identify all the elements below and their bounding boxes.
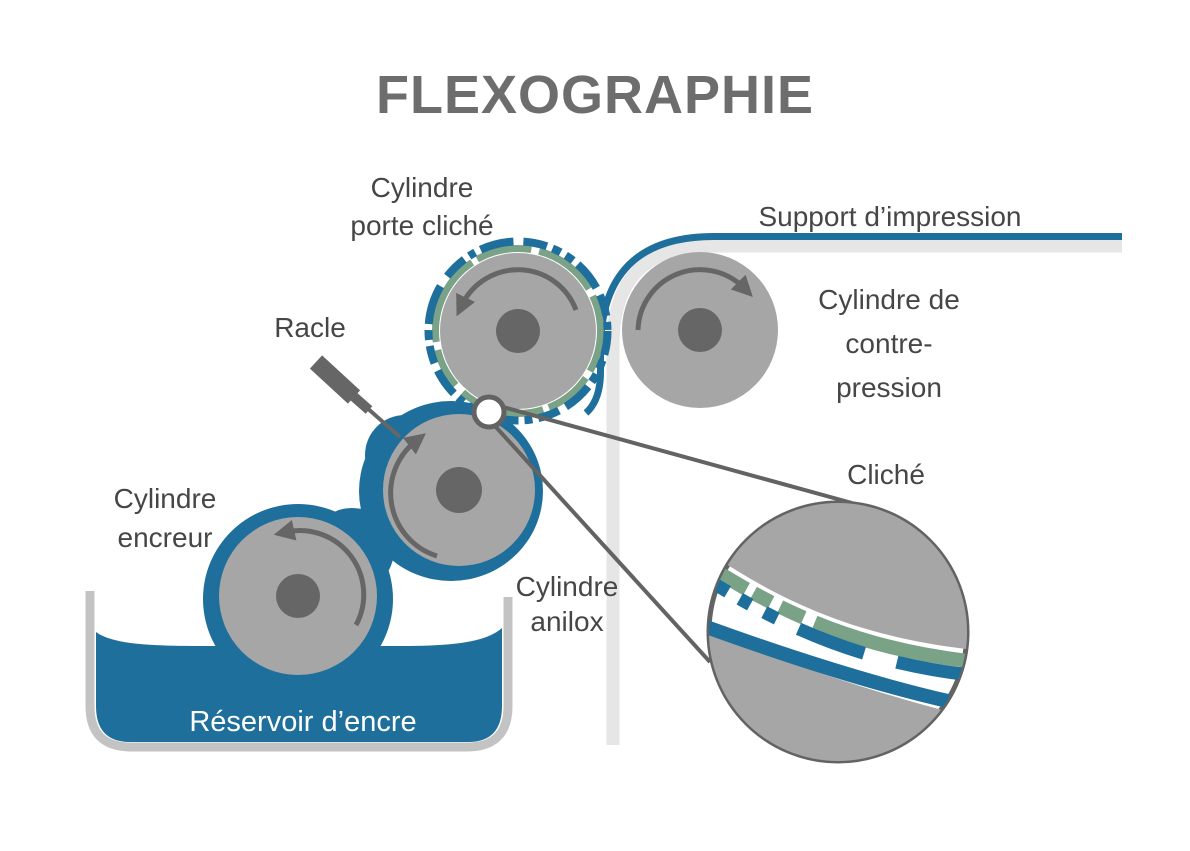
ink-cylinder-hub <box>276 574 320 618</box>
plate-detail-label: Cliché <box>847 459 925 490</box>
callout-line-bottom <box>493 424 712 664</box>
impression-cylinder-label-line2: contre- <box>845 328 932 359</box>
impression-cylinder-label-line3: pression <box>836 372 942 403</box>
magnified-ink-film <box>709 617 954 709</box>
plate-cylinder-green-ring <box>432 245 604 417</box>
plate-cylinder-hub <box>496 309 540 353</box>
ink-reservoir-label: Réservoir d’encre <box>189 706 416 738</box>
ink-cylinder-label-line1: Cylindre <box>114 483 217 514</box>
plate-cylinder-dashed-ring <box>424 237 612 425</box>
anilox-cylinder-hub <box>436 467 482 513</box>
callout-line-top <box>502 405 853 505</box>
impression-rotation-arrow-icon <box>635 267 753 331</box>
doctor-blade-label: Racle <box>274 312 346 343</box>
doctor-blade-holder <box>309 355 361 404</box>
page-title: FLEXOGRAPHIE <box>376 65 814 125</box>
ink-cylinder-rotation-arrow-icon <box>273 519 367 627</box>
impression-cylinder-hub <box>678 308 722 352</box>
plate-cylinder-label-line1: Cylindre <box>371 172 474 203</box>
magnified-plate-green-layer <box>709 556 967 669</box>
anilox-rotation-arrow-icon <box>388 433 438 559</box>
ink-cylinder-label-line2: encreur <box>118 522 213 553</box>
doctor-blade-tip <box>364 405 402 439</box>
nip-zoom-circle <box>471 394 507 430</box>
anilox-cylinder-label-line2: anilox <box>530 606 603 637</box>
anilox-cylinder-label-line1: Cylindre <box>516 571 619 602</box>
magnified-inked-plate-dots <box>709 570 967 683</box>
print-support-web <box>606 239 1122 745</box>
plate-cylinder-rotation-arrow-icon <box>456 267 579 317</box>
ink-tray-outline <box>85 591 513 752</box>
print-support-label: Support d’impression <box>758 201 1021 232</box>
impression-cylinder-label-line1: Cylindre de <box>818 284 960 315</box>
plate-cylinder-label-line2: porte cliché <box>350 210 493 241</box>
